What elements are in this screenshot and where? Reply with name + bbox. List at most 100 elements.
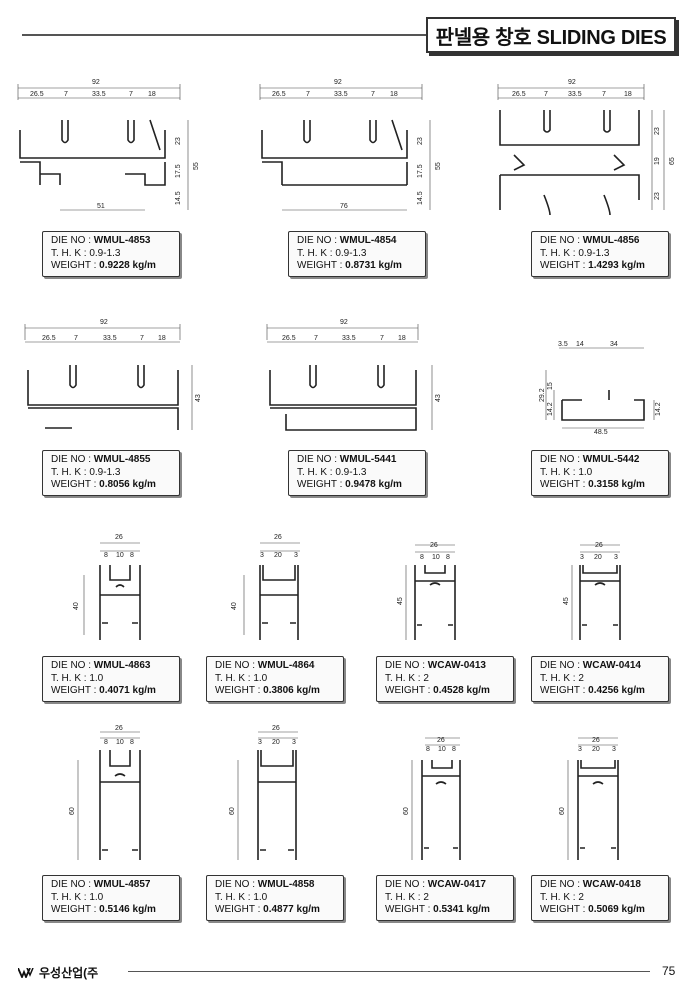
profile-drawing: 26 3 20 3 60	[559, 737, 619, 860]
die-number: WCAW-0418	[582, 879, 641, 890]
die-info-box: DIE NO : WMUL-4863 T. H. K : 1.0 WEIGHT …	[42, 656, 180, 702]
dim-label: 17.5	[175, 164, 182, 178]
dim-label: 26.5	[30, 91, 44, 98]
dim-label: 14.5	[175, 191, 182, 205]
die-thickness: 1.0	[578, 466, 593, 478]
die-thickness: 0.9-1.3	[89, 466, 121, 478]
dim-label: 45	[563, 597, 570, 605]
dim-label: 34	[610, 341, 618, 348]
die-thickness: 2	[578, 672, 584, 684]
dim-label: 18	[148, 91, 156, 98]
page-number: 75	[662, 964, 676, 978]
die-info-box: DIE NO : WMUL-4858 T. H. K : 1.0 WEIGHT …	[206, 875, 344, 921]
dim-label: 8	[446, 554, 450, 561]
dim-label: 43	[195, 394, 202, 402]
dim-label: 26	[115, 725, 123, 732]
dim-label: 3	[612, 746, 616, 753]
profile-drawing: 26 3 20 3 60	[229, 725, 298, 860]
dim-label: 18	[158, 335, 166, 342]
dim-label: 3	[292, 739, 296, 746]
dim-label: 26.5	[42, 335, 56, 342]
dim-label: 26.5	[512, 91, 526, 98]
die-thickness: 2	[423, 891, 429, 903]
die-number: WCAW-0414	[582, 660, 641, 671]
dim-label: 92	[92, 79, 100, 86]
die-number: WCAW-0413	[427, 660, 486, 671]
dim-label: 3.5	[558, 341, 568, 348]
dim-label: 48.5	[594, 429, 608, 436]
profile-drawing: 26 8 10 8 40	[73, 534, 141, 640]
dim-label: 19	[654, 157, 661, 165]
dim-label: 10	[438, 746, 446, 753]
dim-label: 45	[397, 597, 404, 605]
die-info-box: DIE NO : WMUL-5442 T. H. K : 1.0 WEIGHT …	[531, 450, 669, 496]
dim-label: 55	[193, 162, 200, 170]
die-card-11: 26 3 20 3 60 DIE NO : WMUL-4858 T. H. K …	[170, 720, 344, 925]
dim-label: 43	[435, 394, 442, 402]
dim-label: 20	[594, 554, 602, 561]
dim-label: 23	[654, 192, 661, 200]
profile-drawing: 92 26.5 7 33.5 7 18 76 23 17.5 55 14.5	[259, 79, 442, 211]
dim-label: 3	[578, 746, 582, 753]
dim-label: 18	[398, 335, 406, 342]
dim-label: 60	[403, 807, 410, 815]
dim-label: 14.2	[547, 402, 554, 416]
die-card-13: 26 3 20 3 60 DIE NO : WCAW-0418 T. H. K …	[510, 720, 690, 925]
die-card-9: 26 3 20 3 45 DIE NO : WCAW-0414 T. H. K …	[510, 525, 690, 705]
dim-label: 76	[340, 203, 348, 210]
dim-label: 60	[69, 807, 76, 815]
die-number: WMUL-4854	[339, 235, 397, 246]
dim-label: 8	[452, 746, 456, 753]
die-thickness: 2	[423, 672, 429, 684]
dim-label: 20	[274, 552, 282, 559]
dim-label: 92	[100, 319, 108, 326]
dim-label: 7	[74, 335, 78, 342]
dim-label: 7	[544, 91, 548, 98]
die-card-10: 26 8 10 8 60 DIE NO : WMUL-4857 T. H. K …	[0, 720, 180, 925]
die-weight: 0.9478 kg/m	[345, 479, 402, 490]
die-number: WMUL-5442	[582, 454, 640, 465]
die-info-box: DIE NO : WCAW-0418 T. H. K : 2 WEIGHT : …	[531, 875, 669, 921]
die-card-4: 92 26.5 7 33.5 7 18 43 DIE NO : WMUL-544…	[242, 310, 474, 500]
dim-label: 33.5	[92, 91, 106, 98]
dim-label: 7	[64, 91, 68, 98]
dim-label: 26	[272, 725, 280, 732]
die-number: WMUL-4856	[582, 235, 640, 246]
profile-drawing: 92 26.5 7 33.5 7 18 23 19 65 23	[497, 79, 676, 216]
die-card-1: 92 26.5 7 33.5 7 18 76 23 17.5 55 14.5 D…	[242, 70, 474, 280]
dim-label: 14.2	[655, 402, 662, 416]
dim-label: 26	[430, 542, 438, 549]
footer-rule	[128, 971, 650, 972]
die-number: WMUL-5441	[339, 454, 397, 465]
die-weight: 0.5341 kg/m	[433, 904, 490, 915]
dim-label: 65	[669, 157, 676, 165]
profile-drawing: 92 26.5 7 33.5 7 18 51 23 17.5 55 14.5	[17, 79, 200, 211]
dim-label: 8	[104, 552, 108, 559]
profile-drawing: 26 3 20 3 45	[563, 542, 621, 640]
die-weight: 0.9228 kg/m	[99, 260, 156, 271]
die-weight: 0.4256 kg/m	[588, 685, 645, 696]
dim-label: 8	[426, 746, 430, 753]
dim-label: 7	[140, 335, 144, 342]
die-card-8: 26 8 10 8 45 DIE NO : WCAW-0413 T. H. K …	[340, 525, 514, 705]
profile-drawing: 26 8 10 8 60	[403, 737, 461, 860]
dim-label: 26.5	[272, 91, 286, 98]
die-thickness: 1.0	[89, 891, 104, 903]
dim-label: 8	[130, 739, 134, 746]
die-thickness: 0.9-1.3	[335, 466, 367, 478]
dim-label: 10	[116, 552, 124, 559]
die-weight: 0.5146 kg/m	[99, 904, 156, 915]
die-number: WMUL-4863	[93, 660, 151, 671]
dim-label: 26	[595, 542, 603, 549]
dim-label: 55	[435, 162, 442, 170]
dim-label: 26	[592, 737, 600, 744]
die-thickness: 1.0	[89, 672, 104, 684]
dim-label: 3	[614, 554, 618, 561]
dim-label: 7	[602, 91, 606, 98]
profile-drawing: 92 26.5 7 33.5 7 18 43	[266, 319, 442, 431]
die-info-box: DIE NO : WMUL-4853 T. H. K : 0.9-1.3 WEI…	[42, 231, 180, 277]
dim-label: 14.5	[417, 191, 424, 205]
dim-label: 20	[592, 746, 600, 753]
die-info-box: DIE NO : WCAW-0413 T. H. K : 2 WEIGHT : …	[376, 656, 514, 702]
dim-label: 17.5	[417, 164, 424, 178]
